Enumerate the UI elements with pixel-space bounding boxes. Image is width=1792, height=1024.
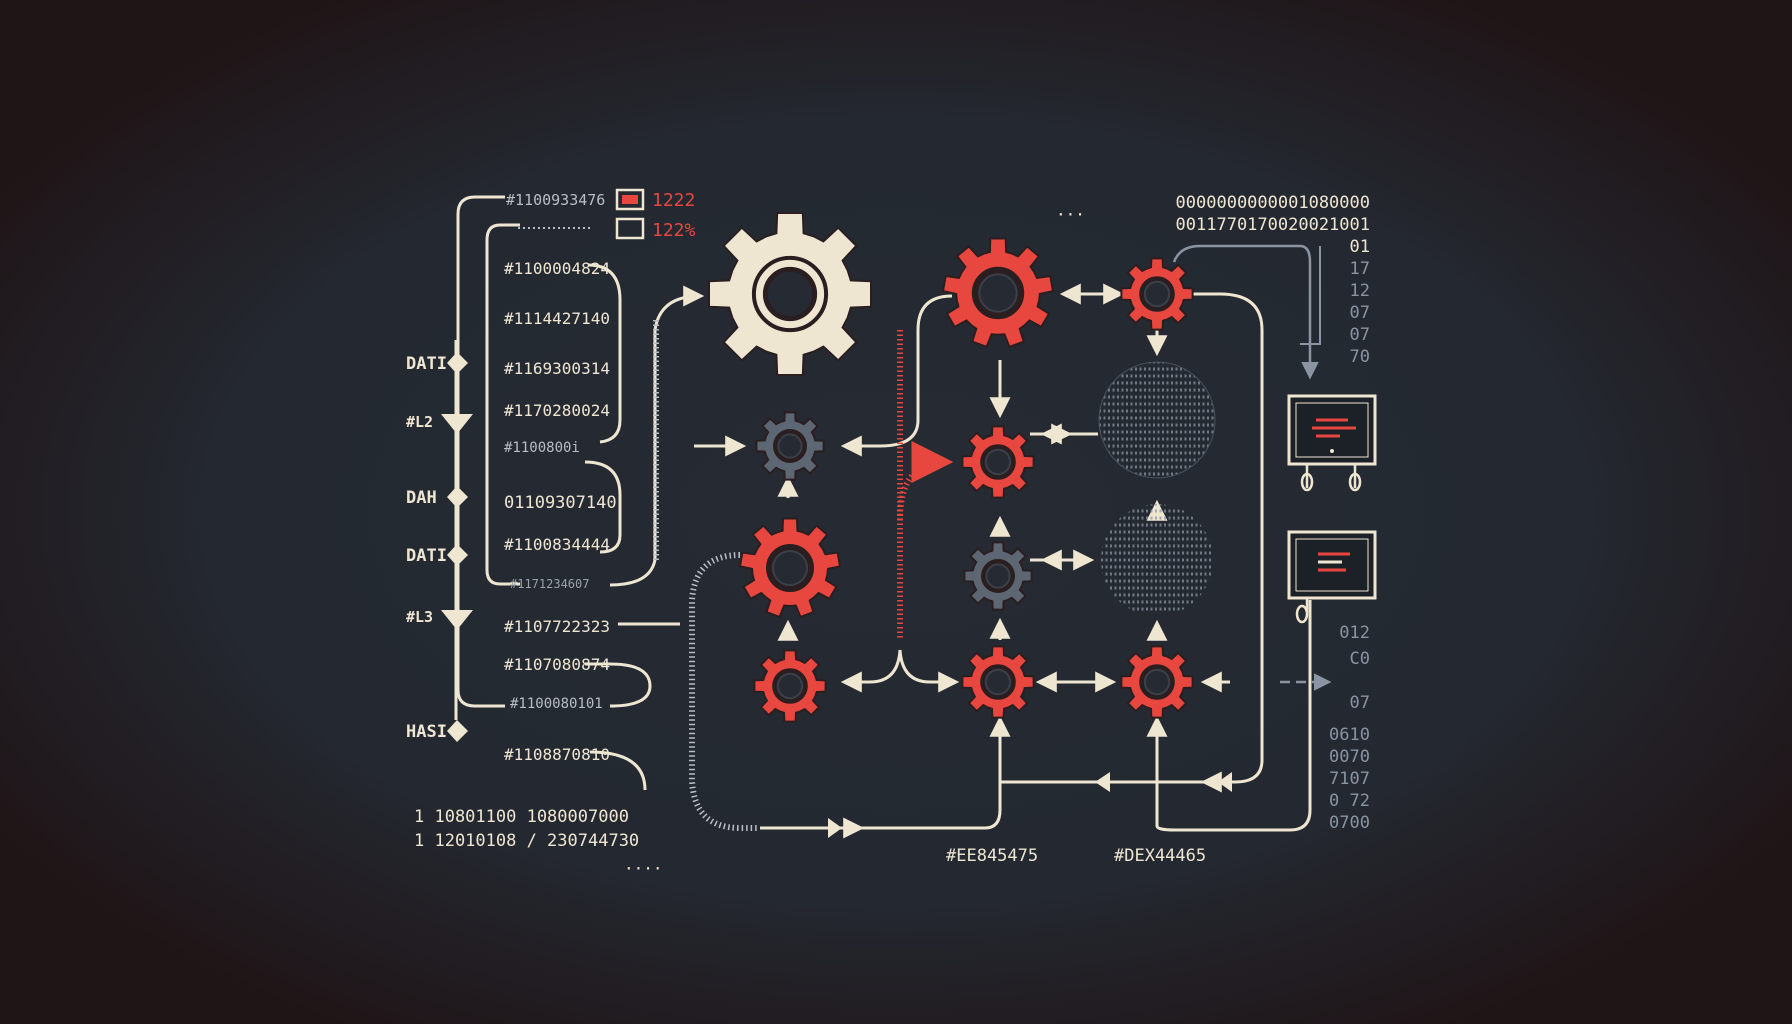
ellipsis-bottom: ···· xyxy=(624,859,663,878)
binary-block-top-right: 0000000000001080000 0011770170020021001 … xyxy=(1176,193,1370,367)
left-code-7: #1100834444 xyxy=(504,535,610,554)
right-code-3: 07 xyxy=(1350,693,1370,713)
left-code-3: #1169300314 xyxy=(504,359,610,378)
left-code-1: #1100004824 xyxy=(504,259,610,278)
right-code-list: 012 C0 07 0610 0070 7107 0 72 0700 xyxy=(1329,623,1370,833)
side-node-track xyxy=(441,340,473,742)
right-code-5: 0070 xyxy=(1329,747,1370,767)
terminal-connectors xyxy=(1295,464,1362,624)
gear-icon xyxy=(961,425,1035,499)
left-code-4: #1170280024 xyxy=(504,401,610,420)
left-brackets xyxy=(456,195,652,791)
gear-icon xyxy=(738,517,842,619)
left-code-list: #1100004824 #1114427140 #1169300314 #117… xyxy=(504,259,617,764)
left-code-2: #1114427140 xyxy=(504,309,610,328)
binary-tr-7: 07 xyxy=(1350,325,1370,345)
binary-tr-8: 70 xyxy=(1350,347,1370,367)
side-label-step-1: #L2 xyxy=(406,413,433,431)
gear-icon xyxy=(755,411,825,481)
bottom-code-2: #DEX44465 xyxy=(1114,846,1206,866)
legend: 1222 122% xyxy=(615,188,696,241)
ladder-connectors xyxy=(653,320,954,831)
bottom-codes: #EE845475 #DEX44465 xyxy=(946,846,1206,866)
bottom-code-1: #EE845475 xyxy=(946,846,1038,866)
gear-layer xyxy=(708,212,1194,723)
binary-block-bottom-left: 1 10801100 1080007000 1 12010108 / 23074… xyxy=(414,807,639,851)
legend-swatch-red xyxy=(615,188,645,211)
right-code-7: 0 72 xyxy=(1329,791,1370,811)
side-labels: DATI #L2 DAH DATI #L3 HASI xyxy=(406,354,447,742)
data-sphere-icon xyxy=(1101,504,1213,611)
left-code-10: #1107080874 xyxy=(504,655,610,674)
right-code-6: 7107 xyxy=(1329,769,1370,789)
left-code-9: #1107722323 xyxy=(504,617,610,636)
slate-connectors xyxy=(1172,244,1332,691)
left-code-8: #1171234607 xyxy=(510,577,589,591)
left-code-6: 01109307140 xyxy=(504,493,617,513)
terminal-window-icon[interactable] xyxy=(1287,530,1377,600)
binary-tr-6: 07 xyxy=(1350,303,1370,323)
ellipsis-top: ··· xyxy=(1056,205,1085,224)
legend-item-1: 1222 xyxy=(652,190,695,211)
left-code-11: #1100080101 xyxy=(510,696,603,712)
legend-item-2: 122% xyxy=(652,220,696,241)
diamond-node-icon xyxy=(447,544,468,566)
gear-icon xyxy=(1120,257,1194,331)
gear-icon xyxy=(753,649,827,723)
gear-icon xyxy=(961,645,1035,719)
diamond-node-icon xyxy=(447,486,468,508)
left-code-5: #1100800i xyxy=(504,440,580,456)
side-label-hash: HASI xyxy=(406,722,447,742)
gear-icon xyxy=(1120,645,1194,719)
gear-icon xyxy=(963,541,1033,611)
binary-tr-1: 0000000000001080000 xyxy=(1176,193,1370,213)
side-label-step-2: #L3 xyxy=(406,608,433,626)
binary-tr-2: 0011770170020021001 xyxy=(1176,215,1370,235)
right-code-2: C0 xyxy=(1350,649,1370,669)
side-label-data-1: DATI xyxy=(406,354,447,374)
right-code-4: 0610 xyxy=(1329,725,1370,745)
diamond-node-icon xyxy=(447,720,468,742)
triangle-node-icon xyxy=(441,610,473,630)
triangle-node-icon xyxy=(441,414,473,434)
binary-tr-3: 01 xyxy=(1350,237,1370,257)
binary-bl-2: 1 12010108 / 230744730 xyxy=(414,831,639,851)
left-code-12: #1108870810 xyxy=(504,745,610,764)
header-code: #1100933476 xyxy=(506,191,605,209)
binary-tr-4: 17 xyxy=(1350,259,1370,279)
main-gear-icon xyxy=(708,212,872,376)
terminal-window-icon[interactable] xyxy=(1287,394,1377,466)
side-label-data-3: DATI xyxy=(406,546,447,566)
binary-tr-5: 12 xyxy=(1350,281,1370,301)
legend-swatch-empty xyxy=(615,217,645,240)
binary-bl-1: 1 10801100 1080007000 xyxy=(414,807,629,827)
right-code-1: 012 xyxy=(1339,623,1370,643)
side-label-data-2: DAH xyxy=(406,488,437,508)
diamond-node-icon xyxy=(447,352,468,374)
gear-icon xyxy=(941,237,1055,349)
right-code-8: 0700 xyxy=(1329,813,1370,833)
